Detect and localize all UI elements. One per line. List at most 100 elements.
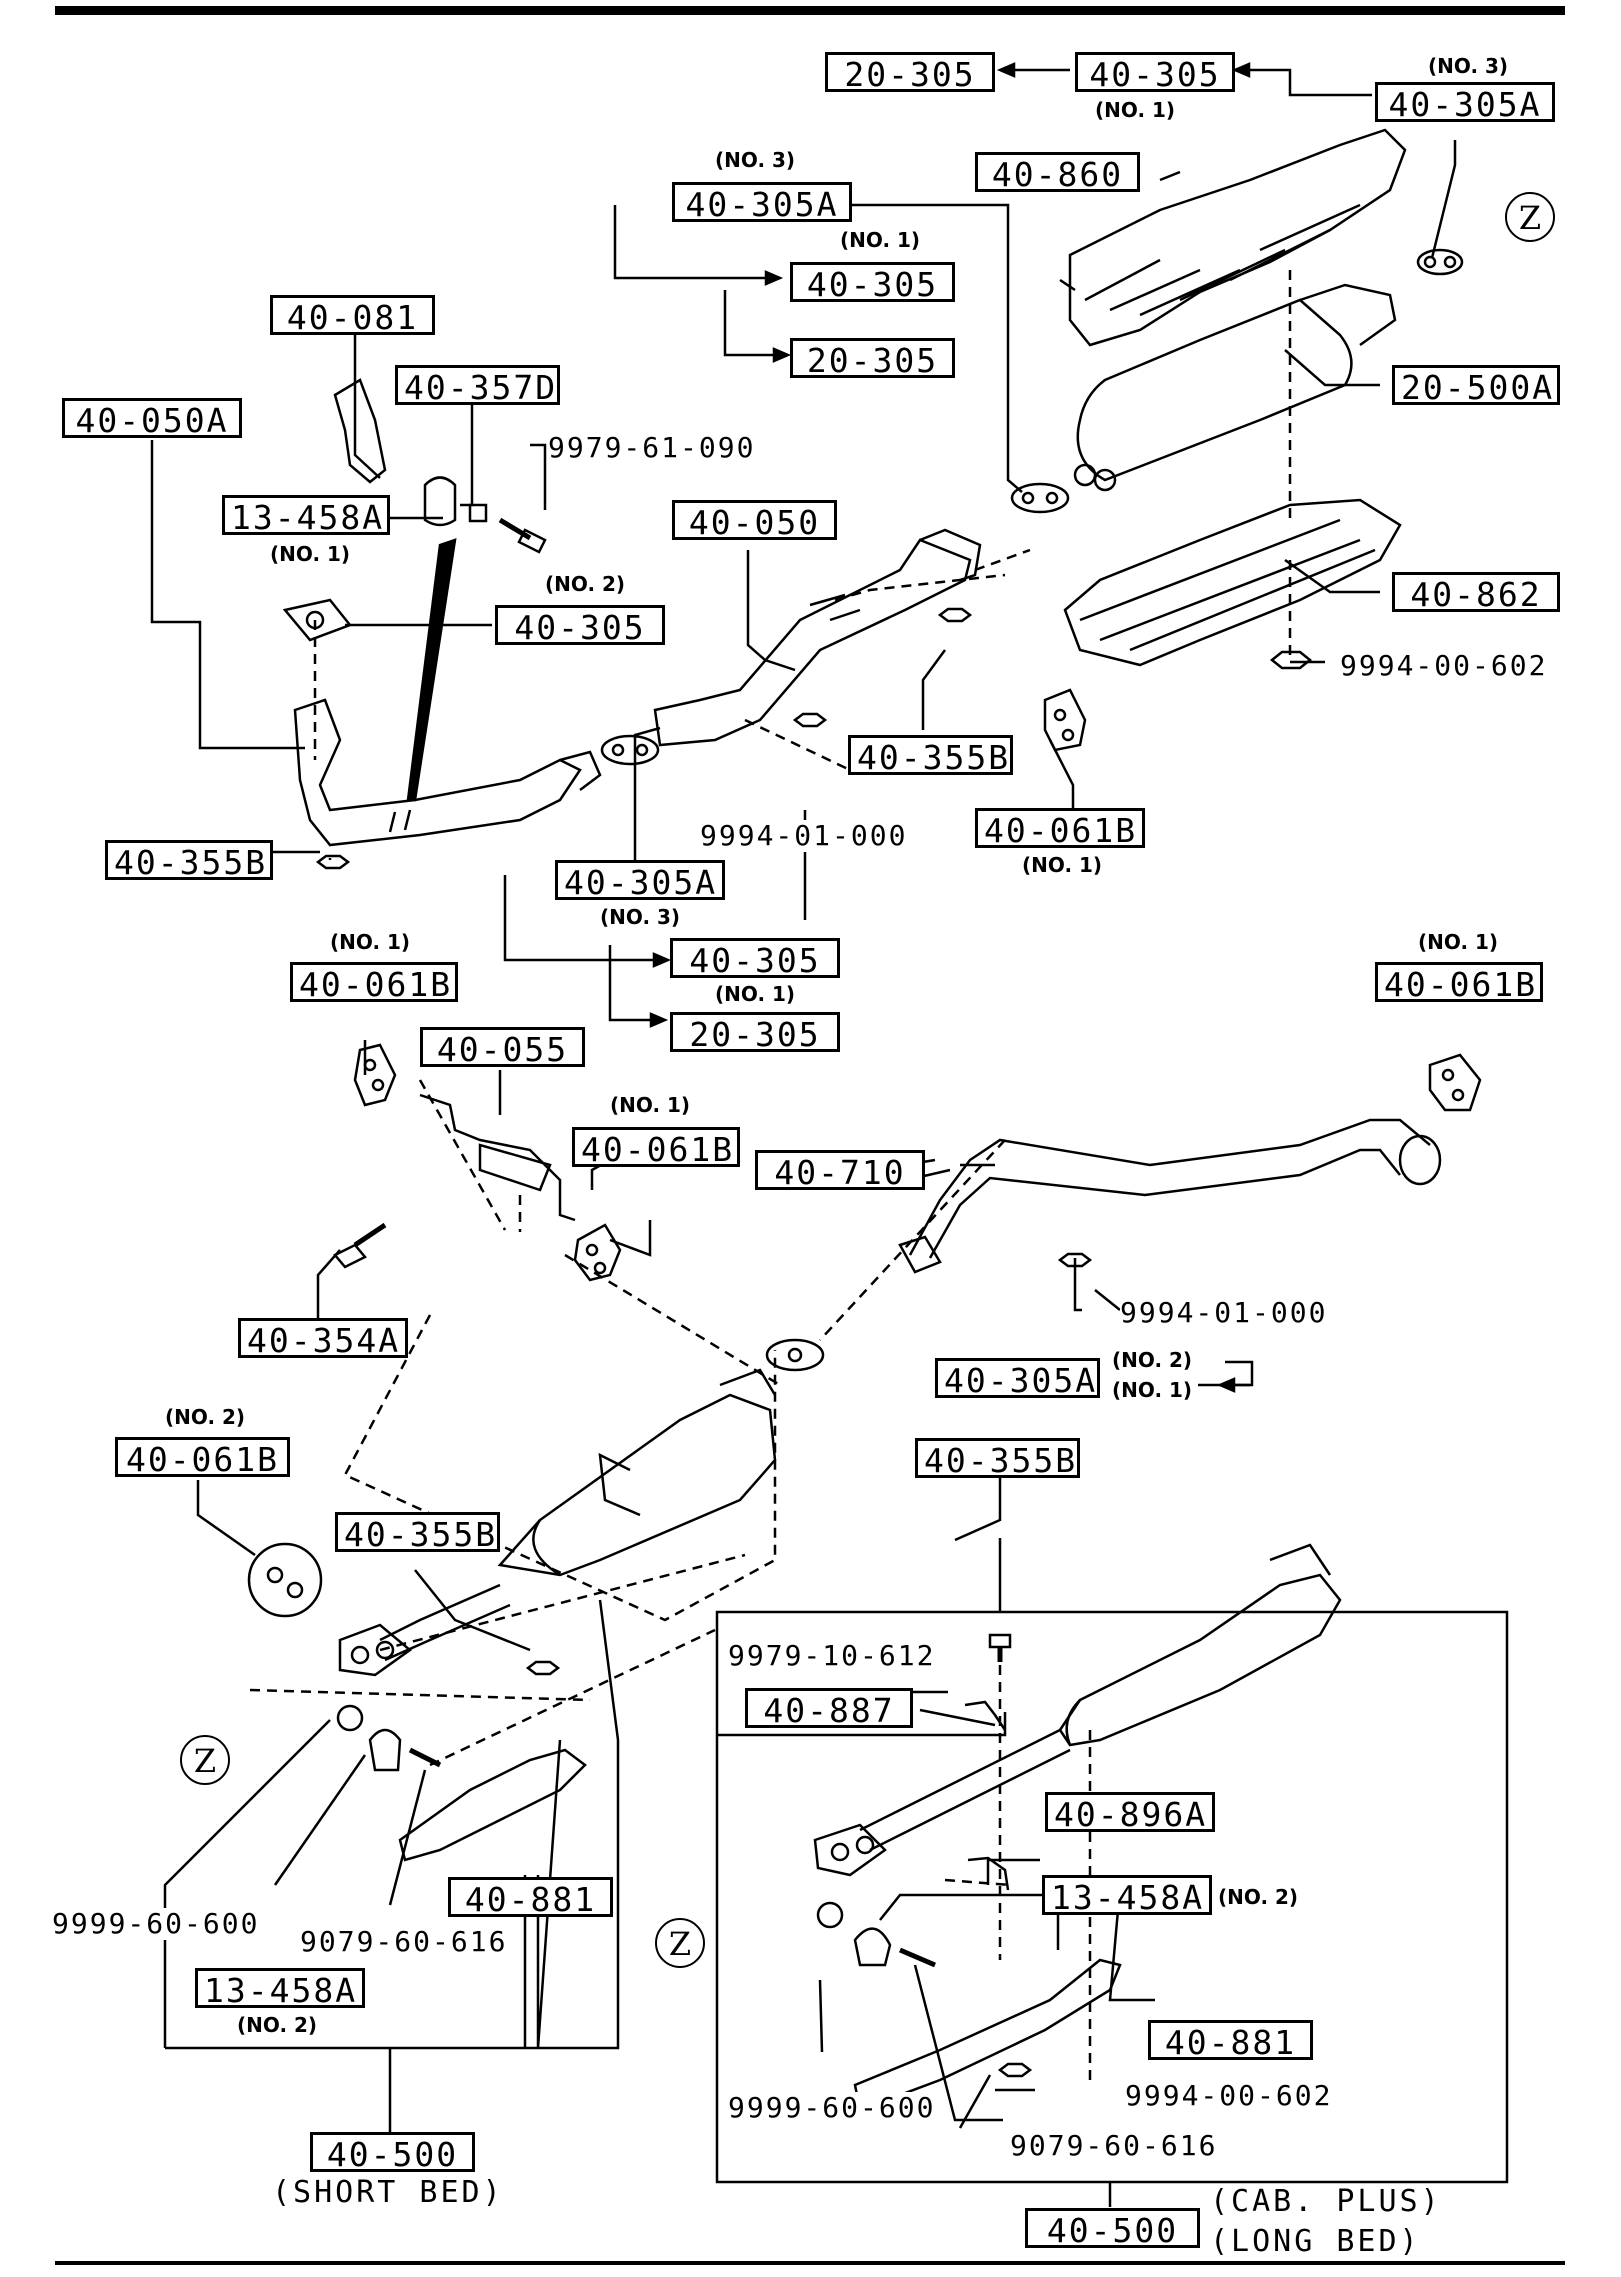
- note-no1: (NO. 1): [610, 1093, 691, 1117]
- part-20-305: 20-305: [790, 338, 955, 380]
- part-40-061B: 40-061B: [975, 808, 1145, 850]
- note-no2: (NO. 2): [545, 572, 626, 596]
- nut: [1057, 1252, 1093, 1268]
- leader-line: [163, 1719, 331, 2048]
- part-number-9999-60-600: 9999-60-600: [52, 1907, 260, 1940]
- leader-line: [1284, 558, 1380, 594]
- part-number-9079-60-616: 9079-60-616: [300, 1925, 508, 1958]
- note-no3: (NO. 3): [715, 148, 796, 172]
- part-40-061B: 40-061B: [115, 1437, 290, 1479]
- part-40-305: 40-305: [670, 938, 840, 980]
- leader-line: [746, 550, 796, 672]
- leader-line: [913, 1964, 1003, 2122]
- note-no2: (NO. 2): [1218, 1885, 1299, 1909]
- part-40-305A: 40-305A: [672, 182, 852, 224]
- bracket: [967, 1856, 1010, 1891]
- part-40-355B: 40-355B: [335, 1512, 500, 1554]
- part-40-500: 40-500: [1025, 2208, 1200, 2250]
- leader-line: [986, 1858, 1040, 1885]
- note-no1: (NO. 1): [715, 982, 796, 1006]
- gasket: [765, 1338, 825, 1372]
- nut: [1269, 650, 1313, 670]
- gasket: [1416, 248, 1464, 276]
- leader-line: [609, 1220, 652, 1257]
- reference-marker-z: Z: [1505, 192, 1555, 242]
- leader-line: [316, 1249, 341, 1328]
- leader-line: [723, 290, 788, 357]
- part-40-881: 40-881: [1148, 2020, 1313, 2062]
- leader-line: [165, 1599, 620, 2050]
- part-number-9994-00-602: 9994-00-602: [1125, 2079, 1333, 2112]
- nut: [997, 2062, 1033, 2078]
- part-number-9979-61-090: 9979-61-090: [548, 431, 756, 464]
- part-40-860: 40-860: [975, 152, 1140, 194]
- gasket: [600, 734, 660, 766]
- leader-line: [879, 1893, 1050, 1921]
- leader-line: [150, 440, 305, 750]
- part-40-305: 40-305: [1075, 52, 1235, 94]
- rubber-hanger: [573, 1223, 622, 1282]
- leader-line: [1430, 140, 1457, 259]
- leader-line: [718, 1712, 1007, 1737]
- leader-line: [923, 1168, 951, 1178]
- leader-line: [503, 875, 668, 962]
- part-number-9994-00-602: 9994-00-602: [1340, 649, 1548, 682]
- part-40-305: 40-305: [495, 605, 665, 647]
- bracket-long-bed: [853, 1958, 1122, 2112]
- leader-line: [414, 1569, 531, 1652]
- rubber-hanger: [247, 1542, 323, 1618]
- part-40-305: 40-305: [790, 262, 955, 304]
- part-13-458A: 13-458A: [195, 1968, 365, 2010]
- leader-line: [613, 205, 780, 280]
- part-number-9999-60-600: 9999-60-600: [728, 2091, 936, 2124]
- rubber-hanger: [353, 1043, 397, 1107]
- heat-shield-lower: [1063, 498, 1402, 667]
- nut: [336, 1704, 364, 1732]
- part-40-050A: 40-050A: [62, 398, 242, 440]
- rubber-hanger: [1428, 1053, 1482, 1112]
- bolt: [333, 1243, 367, 1269]
- leader-line: [196, 1480, 256, 1557]
- reference-marker-z: Z: [180, 1735, 230, 1785]
- nut: [937, 607, 973, 623]
- part-40-061B: 40-061B: [1375, 962, 1543, 1004]
- leader-line: [1048, 739, 1075, 815]
- part-number-9079-60-616: 9079-60-616: [1010, 2129, 1218, 2162]
- part-40-305A: 40-305A: [935, 1358, 1100, 1400]
- part-20-305: 20-305: [825, 52, 995, 94]
- top-border: [55, 6, 1565, 15]
- leader-line: [919, 1708, 996, 1727]
- leader-line: [1235, 68, 1372, 97]
- bolt: [988, 1633, 1012, 1649]
- nut: [792, 712, 828, 728]
- leader-line: [921, 649, 947, 730]
- center-pipe: [419, 1093, 576, 1222]
- leader-line: [273, 1754, 367, 1886]
- bracket-short-bed: [398, 1748, 587, 1862]
- leader-line: [460, 403, 474, 507]
- part-40-305A: 40-305A: [555, 860, 725, 902]
- note-no2: (NO. 2): [165, 1405, 246, 1429]
- note-no1: (NO. 1): [270, 542, 351, 566]
- part-20-305: 20-305: [670, 1012, 840, 1054]
- part-40-061B: 40-061B: [572, 1127, 740, 1169]
- part-40-357D: 40-357D: [395, 365, 560, 407]
- note-no2: (NO. 2): [237, 2013, 318, 2037]
- part-40-862: 40-862: [1392, 572, 1560, 614]
- nut: [315, 854, 351, 870]
- part-40-050: 40-050: [672, 500, 837, 542]
- rubber-hanger: [1043, 688, 1087, 752]
- note-no3: (NO. 3): [1428, 54, 1509, 78]
- note-no2: (NO. 2): [1112, 1348, 1193, 1372]
- note-no1: (NO. 1): [1022, 853, 1103, 877]
- note-no1: (NO. 1): [1095, 98, 1176, 122]
- catalytic-converter: [1076, 298, 1353, 482]
- leader-line: [954, 1478, 1002, 1542]
- leader-line: [852, 203, 1023, 493]
- muffler-flange: [338, 1623, 413, 1677]
- part-number-9994-01-000: 9994-01-000: [1120, 1296, 1328, 1329]
- clamp: [423, 476, 457, 527]
- part-40-355B: 40-355B: [105, 840, 273, 882]
- part-40-896A: 40-896A: [1045, 1792, 1215, 1834]
